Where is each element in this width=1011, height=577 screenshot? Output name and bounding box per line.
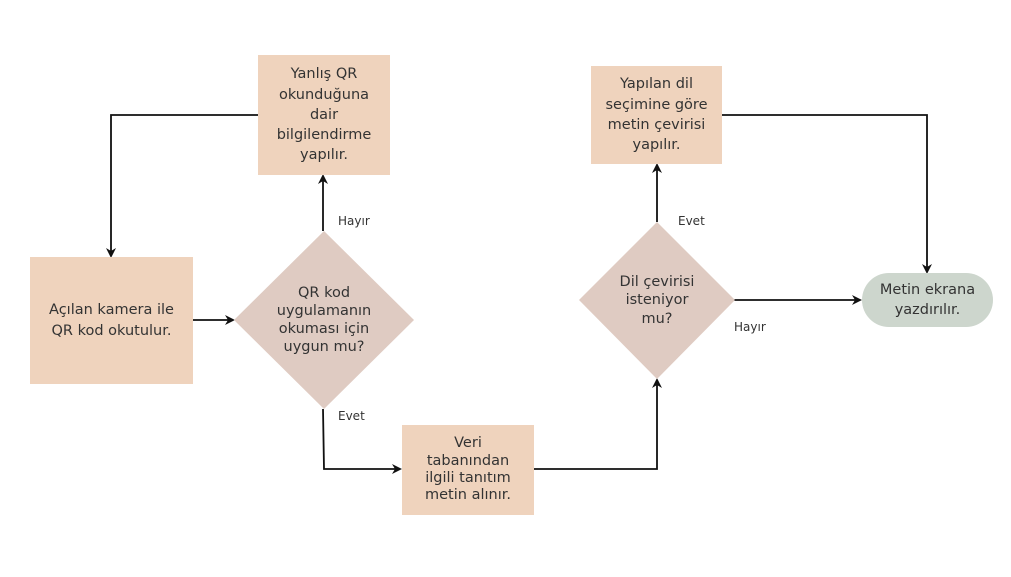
label-check-yes: Evet <box>338 409 365 423</box>
decision-qr-valid-text: QR kod uygulamanın okuması için uygun mu… <box>276 284 372 356</box>
node-wrong-qr-info-text: Yanlış QR okunduğuna dair bilgilendirme … <box>276 66 372 164</box>
node-translate-text: Yapılan dil seçimine göre metin çevirisi… <box>605 76 708 154</box>
arrow-check-to-fetch <box>322 408 402 474</box>
decision-translation-text: Dil çevirisi isteniyor mu? <box>619 274 695 327</box>
decision-translation: Dil çevirisi isteniyor mu? <box>579 222 735 379</box>
label-translate-yes: Evet <box>678 214 705 228</box>
label-translate-no: Hayır <box>734 320 766 334</box>
arrow-fetch-to-translate-question <box>534 378 662 470</box>
node-wrong-qr-info: Yanlış QR okunduğuna dair bilgilendirme … <box>258 55 390 175</box>
node-scan-qr-text: Açılan kamera ile QR kod okutulur. <box>49 302 174 339</box>
label-check-no: Hayır <box>338 214 370 228</box>
node-fetch-text: Veri tabanından ilgili tanıtım metin alı… <box>402 425 534 515</box>
arrow-translate-to-output <box>722 114 932 274</box>
node-scan-qr: Açılan kamera ile QR kod okutulur. <box>30 257 193 384</box>
node-output-text: Metin ekrana yazdırılır. <box>862 273 993 327</box>
decision-qr-valid: QR kod uygulamanın okuması için uygun mu… <box>234 231 414 409</box>
arrow-wrong-to-scan <box>106 114 258 258</box>
node-translate: Yapılan dil seçimine göre metin çevirisi… <box>591 66 722 164</box>
node-fetch-text-label: Veri tabanından ilgili tanıtım metin alı… <box>425 435 511 504</box>
node-output-text-label: Metin ekrana yazdırılır. <box>879 281 976 318</box>
